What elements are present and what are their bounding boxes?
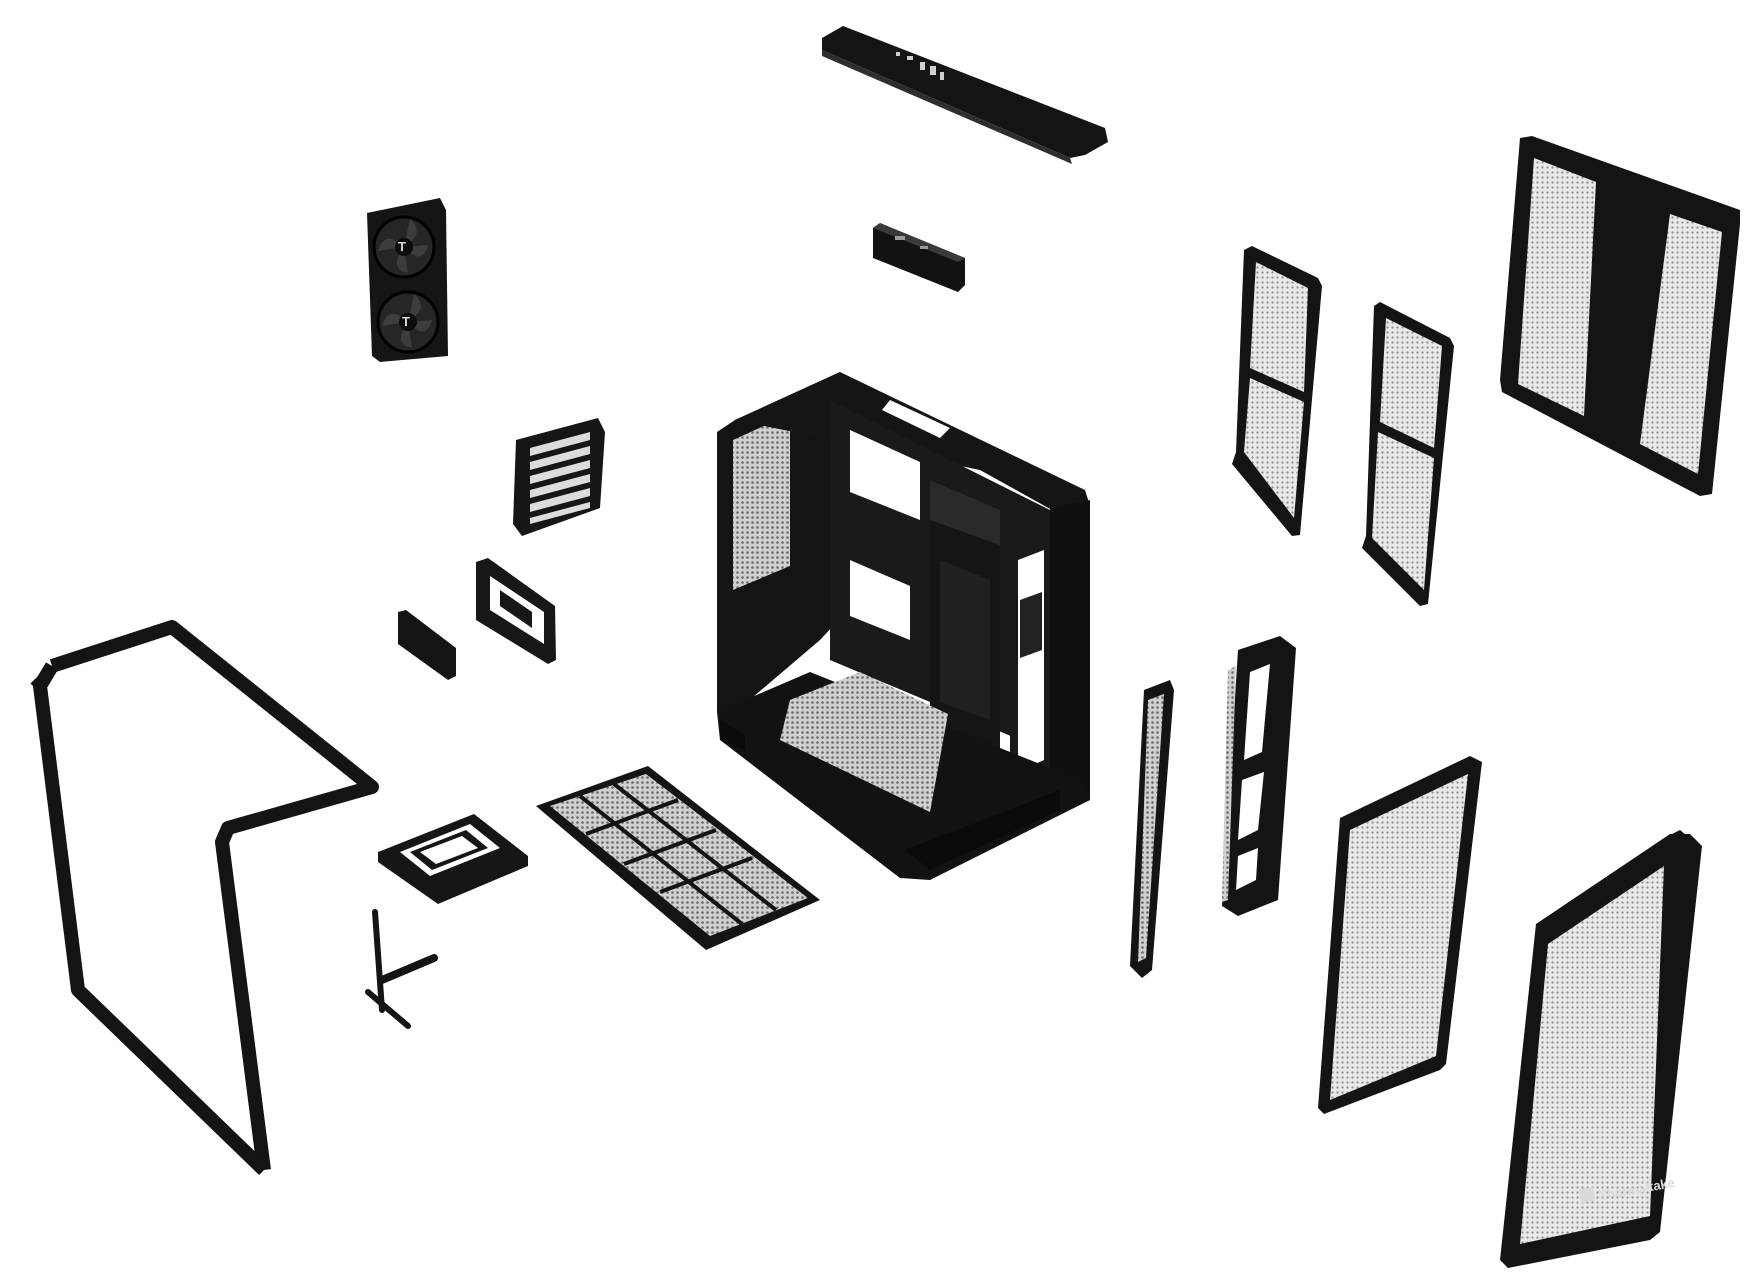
svg-text:T: T [402, 314, 410, 329]
bottom-dust-filter [536, 766, 820, 950]
drive-tray [378, 814, 528, 904]
rear-mesh-panel [1500, 136, 1740, 496]
expansion-slot-bracket [513, 418, 605, 536]
front-io-module [873, 223, 965, 292]
psu-bracket [476, 558, 556, 664]
top-panel [822, 26, 1108, 164]
chassis-frame [717, 372, 1090, 880]
cable-management-bar [1222, 636, 1296, 916]
vertical-strip-mesh [1130, 680, 1174, 978]
brand-logo-icon [1578, 1186, 1596, 1204]
dual-fan-bracket: T T [367, 198, 448, 362]
right-mesh-panel [1318, 756, 1482, 1114]
front-mesh-panel: Thermaltake [1500, 830, 1702, 1268]
svg-text:T: T [398, 239, 406, 254]
side-mesh-filter-2 [1362, 302, 1454, 606]
gpu-support-bracket [365, 909, 438, 1029]
glass-panel-l-frame [30, 620, 379, 1176]
side-mesh-filter-1 [1232, 246, 1322, 536]
small-cover-plate [398, 610, 456, 680]
